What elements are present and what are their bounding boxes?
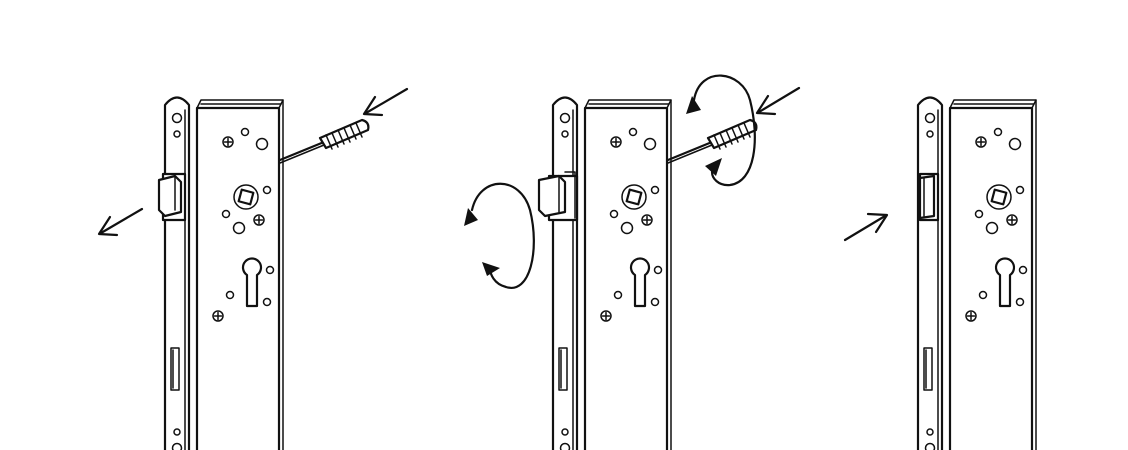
arrow-icon — [362, 87, 409, 117]
screwdriver-icon — [666, 118, 758, 165]
mortise-lock-icon — [916, 96, 1038, 450]
rotate-arrow-icon — [686, 74, 756, 187]
mortise-lock-icon — [157, 96, 285, 450]
arrow-icon — [755, 86, 801, 116]
panel-step-3 — [843, 96, 1038, 450]
arrow-icon — [97, 207, 144, 237]
rotate-arrow-icon — [464, 182, 535, 289]
screwdriver-icon — [278, 118, 370, 165]
panel-step-2 — [464, 74, 801, 450]
arrow-icon — [843, 212, 889, 242]
mortise-lock-icon — [537, 96, 673, 450]
panel-step-1 — [97, 87, 409, 450]
